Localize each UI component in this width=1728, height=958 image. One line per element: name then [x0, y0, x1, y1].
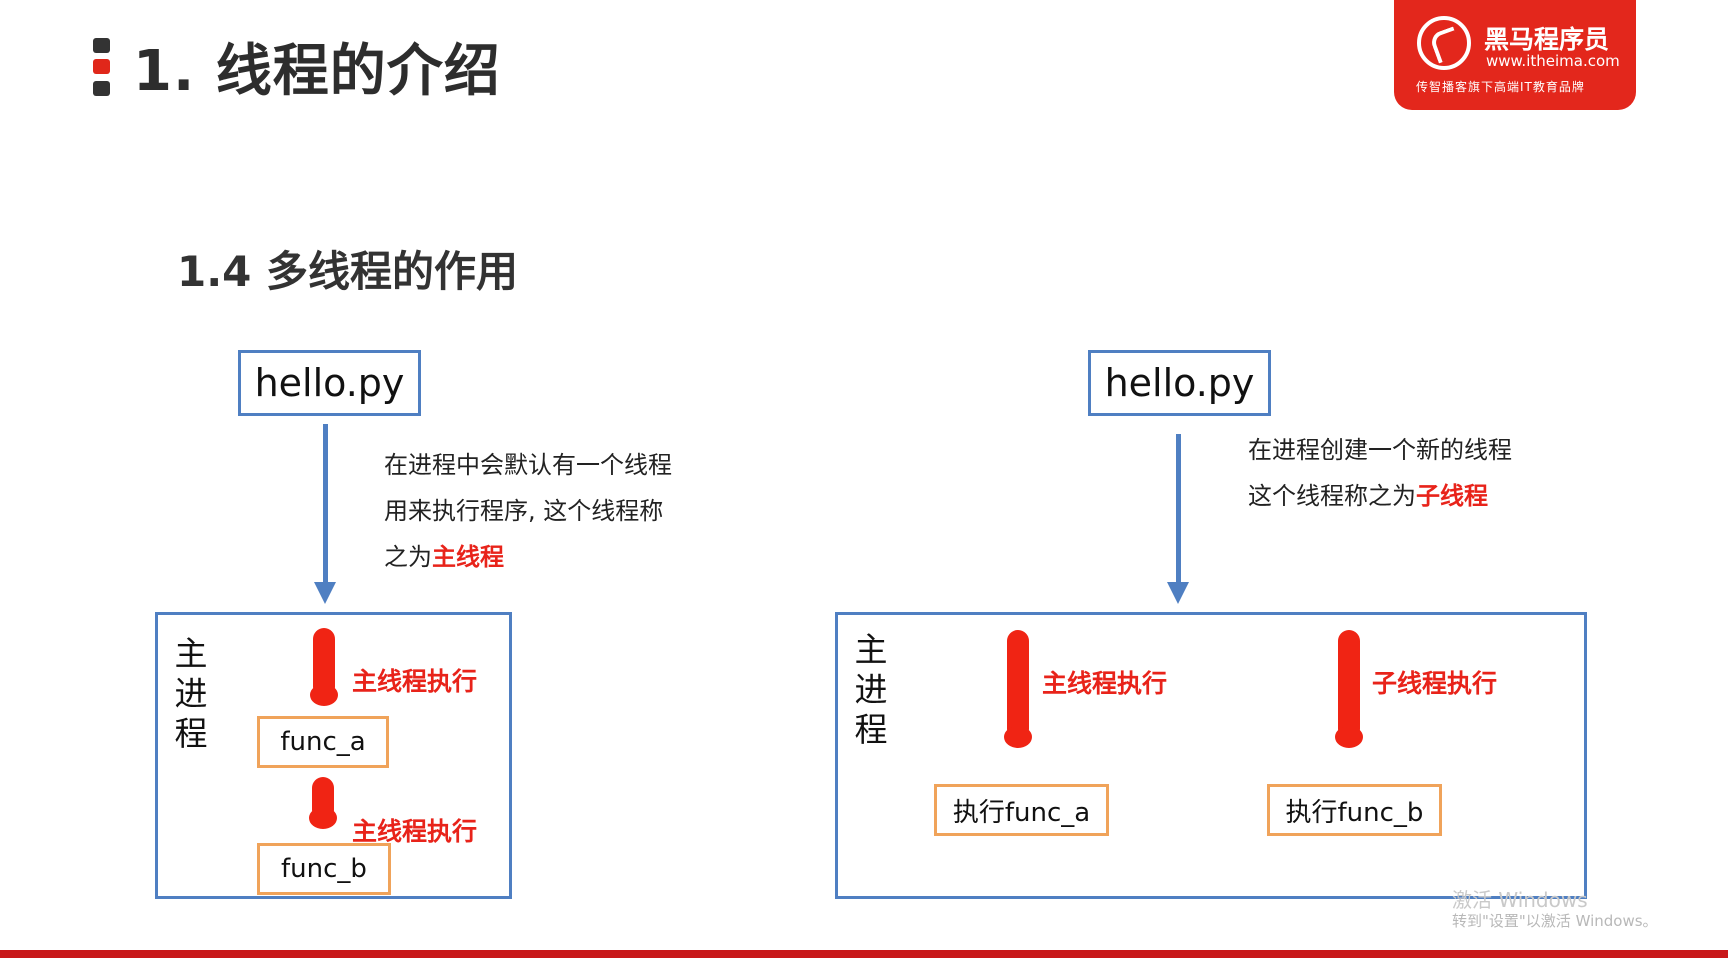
process-char-1: 主: [854, 630, 888, 669]
slide-title: 1. 线程的介绍: [133, 39, 501, 104]
logo-url: www.itheima.com: [1486, 52, 1620, 70]
left-arrow-down-icon: [314, 582, 336, 604]
section-subtitle: 1.4 多线程的作用: [177, 247, 519, 296]
brand-logo: 黑马程序员 www.itheima.com 传智播客旗下高端IT教育品牌: [1394, 0, 1636, 110]
right-arrow-down-icon: [1167, 582, 1189, 604]
logo-name: 黑马程序员: [1484, 25, 1610, 54]
activation-watermark-hint: 转到"设置"以激活 Windows。: [1452, 912, 1658, 930]
left-func-b-box: func_b: [257, 843, 391, 895]
right-desc-line2: 这个线程称之为子线程: [1248, 473, 1512, 519]
process-char-3: 程: [174, 714, 208, 753]
process-char-2: 进: [174, 674, 208, 713]
left-desc-line1: 在进程中会默认有一个线程: [384, 451, 672, 479]
activation-watermark-title: 激活 Windows: [1452, 888, 1588, 912]
child-thread-highlight: 子线程: [1416, 482, 1488, 510]
left-func-a-box: func_a: [257, 716, 389, 768]
left-description: 在进程中会默认有一个线程 用来执行程序, 这个线程称 之为主线程: [384, 442, 672, 580]
left-desc-line2: 用来执行程序, 这个线程称: [384, 497, 664, 525]
left-file-box: hello.py: [238, 350, 421, 416]
logo-tagline: 传智播客旗下高端IT教育品牌: [1416, 80, 1585, 94]
left-thread-label-2: 主线程执行: [352, 817, 478, 846]
left-desc-line3: 之为主线程: [384, 534, 672, 580]
right-child-thread-bar: [1335, 630, 1363, 748]
left-thread-label-1: 主线程执行: [352, 667, 478, 696]
main-thread-highlight: 主线程: [432, 543, 504, 571]
left-process-label: 主 进 程: [171, 634, 211, 754]
right-desc-line1: 在进程创建一个新的线程: [1248, 436, 1512, 464]
right-desc-line2-prefix: 这个线程称之为: [1248, 482, 1416, 510]
process-char-1: 主: [174, 634, 208, 673]
left-desc-line3-prefix: 之为: [384, 543, 432, 571]
left-arrow-line: [323, 424, 328, 584]
title-marker-icon: [93, 38, 110, 96]
right-exec-func-a-box: 执行func_a: [934, 784, 1109, 836]
right-process-label: 主 进 程: [851, 630, 891, 750]
horse-logo-icon: [1417, 16, 1471, 70]
right-description: 在进程创建一个新的线程 这个线程称之为子线程: [1248, 427, 1512, 519]
left-main-thread-bar: [310, 628, 338, 706]
right-exec-func-b-box: 执行func_b: [1267, 784, 1442, 836]
right-process-box: [835, 612, 1587, 899]
right-main-thread-label: 主线程执行: [1042, 669, 1168, 698]
left-main-thread-bar-2: [309, 777, 337, 829]
right-child-thread-label: 子线程执行: [1372, 669, 1498, 698]
right-file-box: hello.py: [1088, 350, 1271, 416]
right-arrow-line: [1176, 434, 1181, 584]
process-char-2: 进: [854, 670, 888, 709]
process-char-3: 程: [854, 710, 888, 749]
right-main-thread-bar: [1004, 630, 1032, 748]
bottom-accent-bar: [0, 950, 1728, 958]
